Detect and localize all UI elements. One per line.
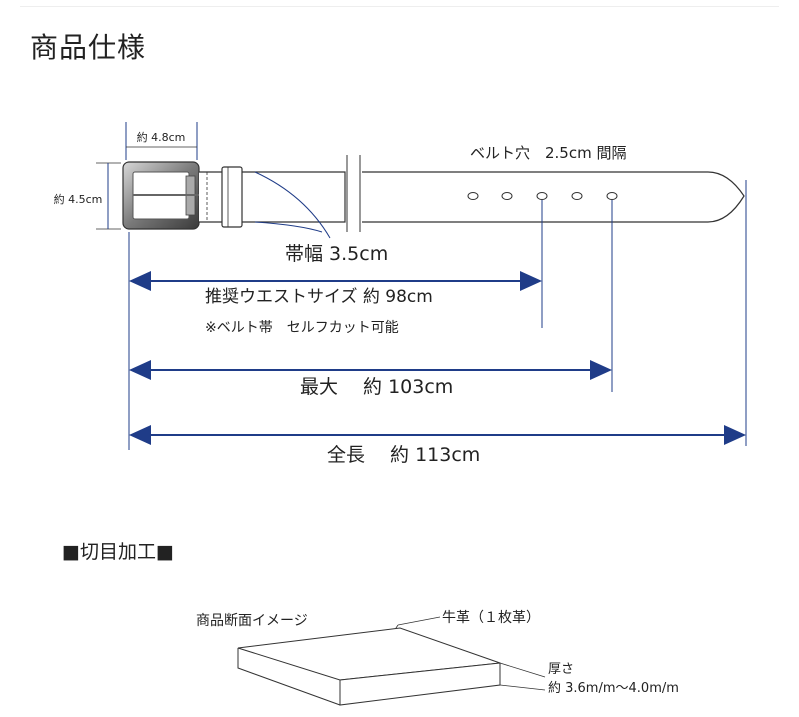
material-label: 牛革（１枚革） bbox=[442, 610, 540, 626]
hole-spacing-label: ベルト穴 2.5cm 間隔 bbox=[470, 144, 626, 162]
max-length-arrow bbox=[129, 360, 612, 380]
belt-strap bbox=[199, 155, 745, 232]
buckle-height-dimension: 約 4.5cm bbox=[54, 162, 121, 230]
buckle-height-label: 約 4.5cm bbox=[54, 192, 103, 206]
total-length-label: 全長 約 113cm bbox=[327, 444, 480, 466]
recommended-waist-arrow bbox=[129, 271, 542, 291]
max-length-label: 最大 約 103cm bbox=[300, 376, 453, 398]
top-divider bbox=[20, 6, 779, 7]
self-cut-note: ※ベルト帯 セルフカット可能 bbox=[205, 320, 399, 336]
total-length-arrow bbox=[129, 425, 746, 445]
thickness-title: 厚さ bbox=[548, 662, 574, 677]
recommended-waist-label: 推奨ウエストサイズ 約 98cm bbox=[205, 287, 433, 307]
cross-section-label: 商品断面イメージ bbox=[196, 613, 308, 629]
cross-section-drawing bbox=[237, 616, 546, 706]
strap-width-label: 帯幅 3.5cm bbox=[285, 243, 388, 265]
strap-width-callout: 帯幅 3.5cm bbox=[254, 171, 388, 265]
page-title: 商品仕様 bbox=[30, 31, 147, 64]
thickness-value: 約 3.6m/m～4.0m/m bbox=[548, 681, 679, 696]
reference-lines bbox=[128, 180, 747, 450]
buckle-width-dimension: 約 4.8cm bbox=[125, 122, 198, 160]
buckle-width-label: 約 4.8cm bbox=[137, 130, 186, 144]
buckle bbox=[122, 161, 200, 230]
cut-section-heading: ■切目加工■ bbox=[62, 541, 174, 563]
